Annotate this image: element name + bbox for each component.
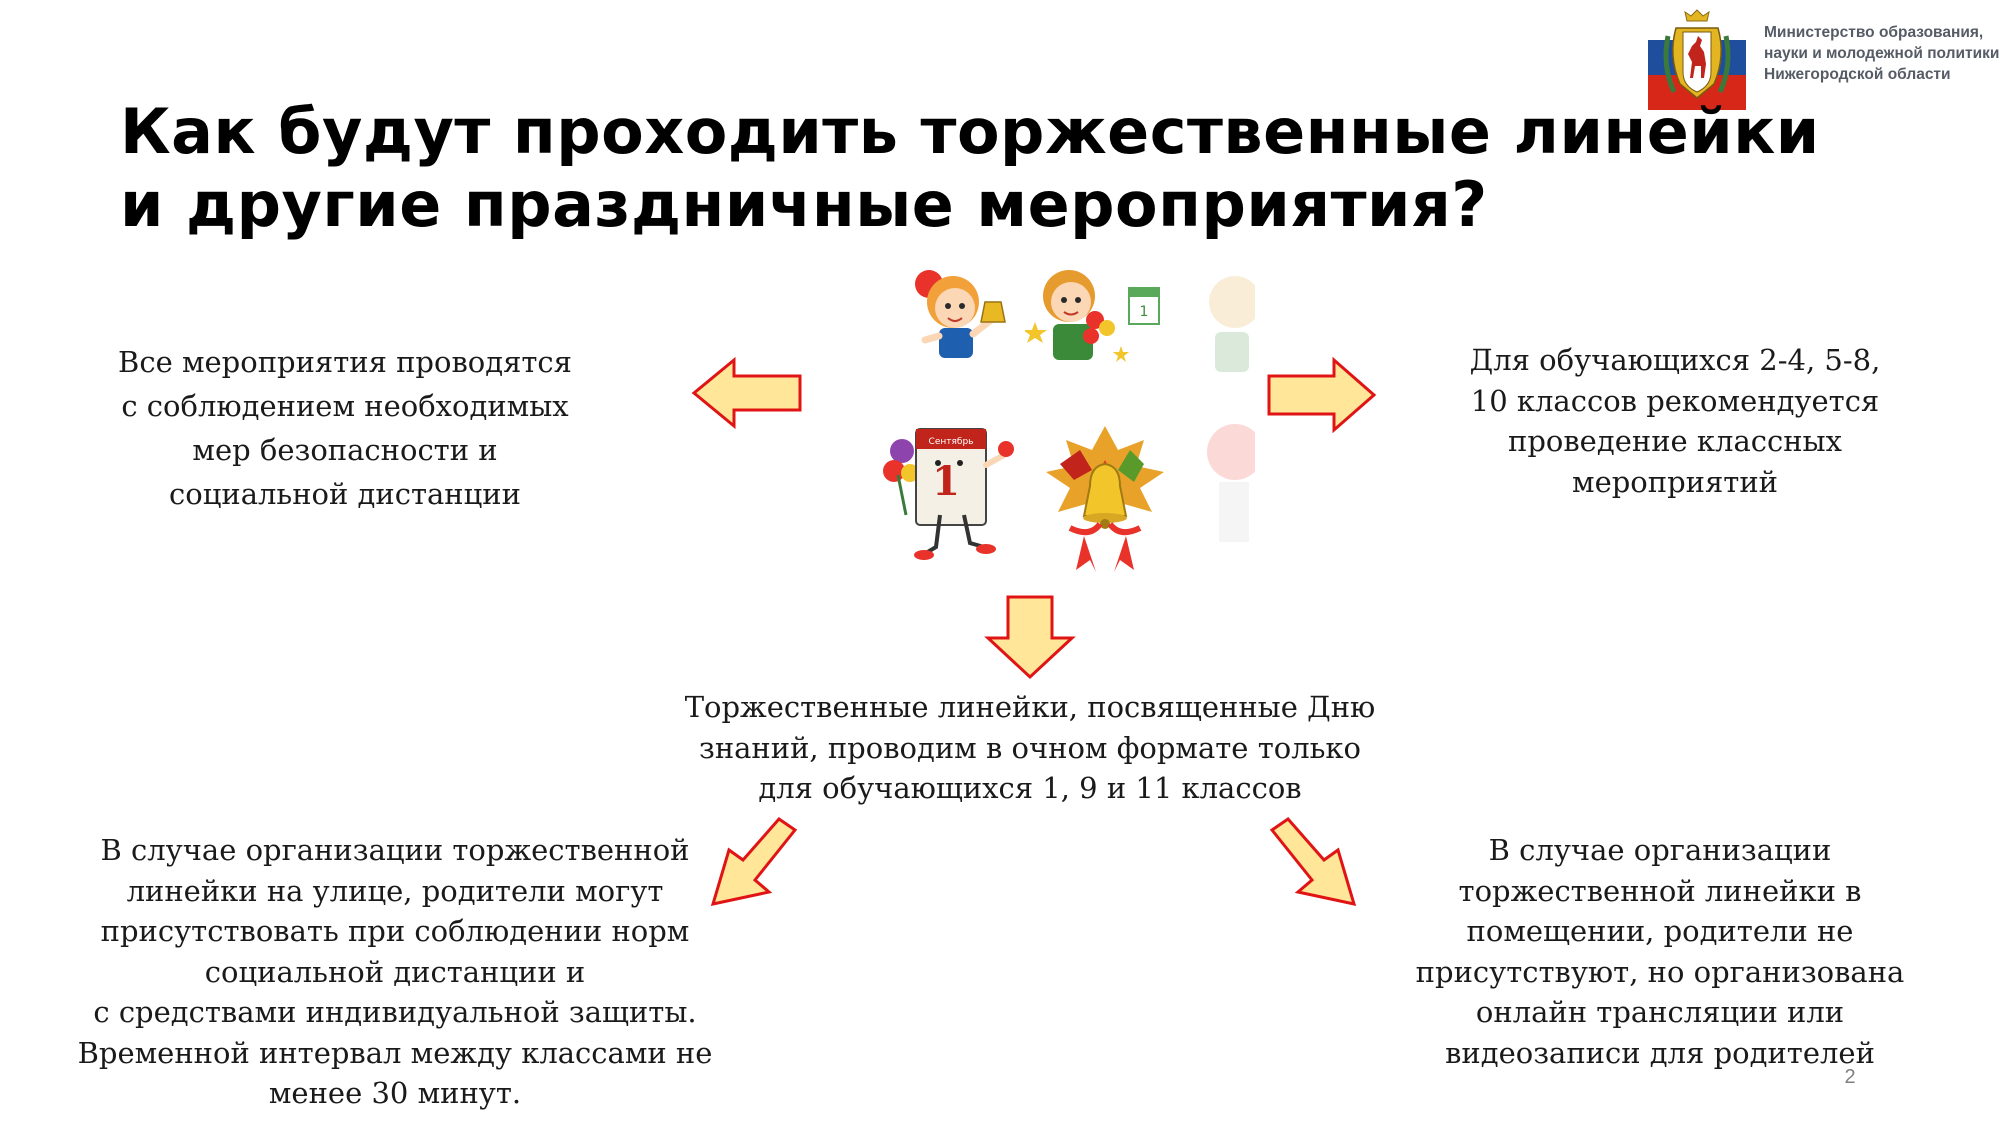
text-block-knowledge-day: Торжественные линейки, посвященные Дню з… xyxy=(684,690,1376,805)
text-block-indoor: В случае организации торжественной линей… xyxy=(1415,833,1905,1070)
ministry-name: Министерство образования, науки и молоде… xyxy=(1764,24,2000,83)
boy-with-flowers-illustration: 1 xyxy=(1025,270,1160,362)
text-block-outdoor: В случае организации торжественной линей… xyxy=(77,833,713,1110)
arrow-down-right-icon xyxy=(1269,817,1357,906)
text-block-class-events: Для обучающихся 2-4, 5-8, 10 классов рек… xyxy=(1469,343,1881,499)
autumn-bell-illustration xyxy=(1046,426,1164,572)
calendar-character-illustration: Сентябрь 1 xyxy=(883,428,1014,560)
text-block-safety: Все мероприятия проводятся с соблюдением… xyxy=(118,345,572,511)
arrow-down-icon xyxy=(984,595,1076,680)
girl-with-bell-illustration xyxy=(915,270,1006,358)
calendar-month-label: Сентябрь xyxy=(929,437,974,447)
coat-of-arms-icon xyxy=(1648,6,1746,110)
slide-title: Как будут проходить торжественные линейк… xyxy=(120,95,1820,241)
page-number: 2 xyxy=(1844,1066,1856,1088)
arrow-left-icon xyxy=(691,356,802,430)
svg-text:1: 1 xyxy=(1140,304,1149,320)
arrow-right-icon xyxy=(1267,356,1377,434)
faded-clipart-fragment xyxy=(1207,276,1255,542)
arrow-down-left-icon xyxy=(710,817,798,906)
calendar-day-label: 1 xyxy=(932,458,960,505)
